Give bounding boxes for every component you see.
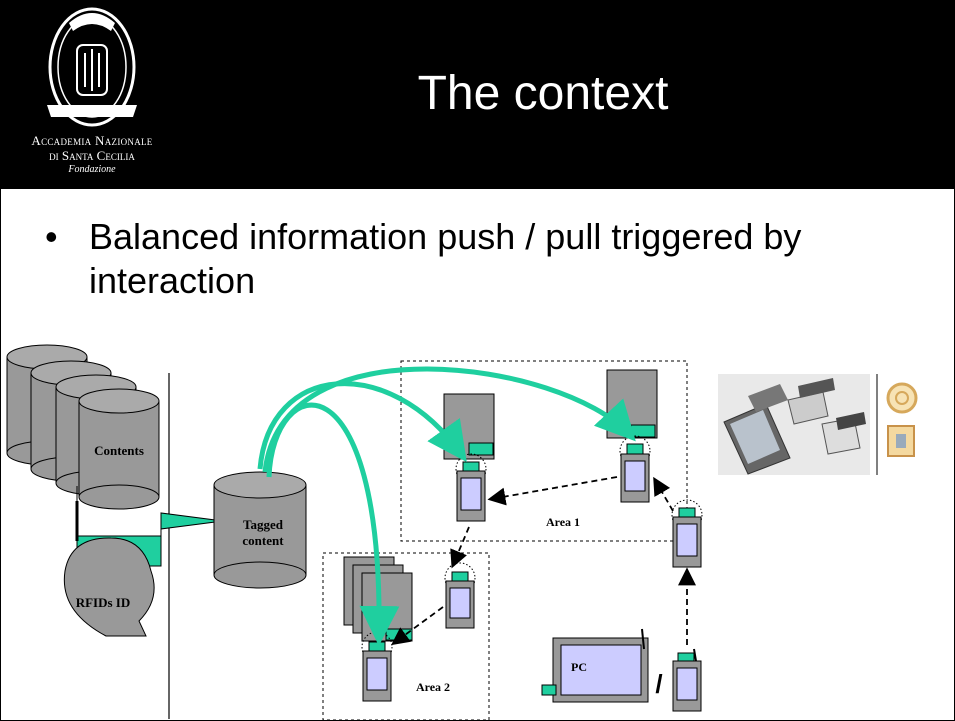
area-1-panel-left (443, 393, 495, 460)
content-flow-arcs (257, 366, 636, 646)
hardware-photo (718, 374, 870, 475)
area-1-label: Area 1 (546, 515, 580, 529)
pda-device-6 (672, 648, 702, 712)
pda-device-1 (455, 453, 487, 522)
rfid-id-callout: RFIDs ID (63, 537, 155, 637)
area-1-panel-right (606, 369, 658, 439)
contents-database-stack: Contents (6, 344, 160, 510)
slide-header: Accademia Nazionale di Santa Cecilia Fon… (1, 1, 954, 189)
logo-line-1: Accademia Nazionale (31, 133, 153, 148)
slide-title: The context (417, 67, 669, 120)
contents-label: Contents (94, 443, 144, 458)
context-diagram: Contents RFIDs ID Tagged content Area 1 … (6, 344, 703, 720)
pda-device-2 (619, 435, 651, 503)
area-2-label: Area 2 (416, 680, 450, 694)
pda-device-3 (671, 499, 703, 568)
pda-device-5 (361, 631, 393, 702)
pc-antenna-icon (641, 628, 645, 650)
tagged-content-database: Tagged content (213, 471, 307, 589)
movement-arrows (391, 476, 696, 646)
tagged-label-1: Tagged (243, 517, 284, 532)
pc-terminal: PC (541, 628, 649, 703)
rfid-tag-images (874, 374, 930, 475)
bullet-dot-icon: • (45, 216, 58, 257)
area-1-region (400, 360, 688, 542)
slash-separator: / (655, 669, 662, 699)
tagged-label-2: content (242, 533, 284, 548)
logo-line-3: Fondazione (68, 164, 116, 175)
rfid-label: RFIDs ID (76, 595, 131, 610)
pc-label: PC (571, 660, 587, 674)
bullet-text: Balanced information push / pull trigger… (89, 216, 802, 301)
content-db-4 (78, 388, 160, 510)
academy-crest-icon (47, 7, 137, 127)
academy-logo: Accademia Nazionale di Santa Cecilia Fon… (7, 5, 177, 187)
logo-line-2: di Santa Cecilia (49, 148, 135, 163)
area-2-region (322, 552, 490, 720)
pda-device-4 (444, 562, 476, 629)
